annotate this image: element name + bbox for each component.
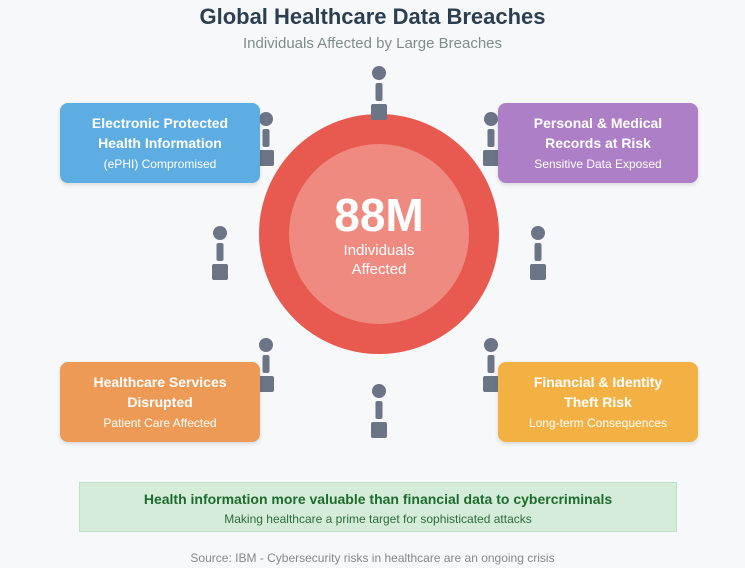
card-subtitle: Long-term Consequences [528,416,668,430]
card-services-disrupted: Healthcare Services Disrupted Patient Ca… [60,362,260,442]
person-icon [483,338,499,392]
person-icon [530,226,546,280]
affected-label-line1: Individuals [343,242,415,259]
card-title: Electronic Protected Health Information [91,115,229,151]
center-circle-inner: 88M Individuals Affected [289,144,469,324]
card-title: Personal & Medical Records at Risk [533,115,663,151]
card-subtitle: Patient Care Affected [103,416,217,430]
person-icon [371,66,387,120]
card-title: Financial & Identity Theft Risk [533,374,663,410]
person-icon [483,112,499,166]
card-ephi: Electronic Protected Health Information … [60,103,260,183]
person-icon [258,112,274,166]
center-circle: 88M Individuals Affected [259,114,499,354]
affected-label-line2: Affected [351,261,407,278]
card-identity-theft: Financial & Identity Theft Risk Long-ter… [498,362,698,442]
affected-count: 88M [334,189,424,241]
card-medical-records: Personal & Medical Records at Risk Sensi… [498,103,698,183]
source-note: Source: IBM - Cybersecurity risks in hea… [190,551,555,565]
banner-title: Health information more valuable than fi… [143,491,613,507]
person-icon [371,384,387,438]
person-icon [258,338,274,392]
page-subtitle: Individuals Affected by Large Breaches [242,35,503,52]
person-icon [212,226,228,280]
banner-subtitle: Making healthcare a prime target for sop… [224,512,532,526]
card-subtitle: (ePHI) Compromised [103,157,217,171]
card-subtitle: Sensitive Data Exposed [534,157,662,171]
card-title: Healthcare Services Disrupted [93,374,227,410]
page-title: Global Healthcare Data Breaches [199,4,546,29]
info-banner: Health information more valuable than fi… [79,482,677,532]
